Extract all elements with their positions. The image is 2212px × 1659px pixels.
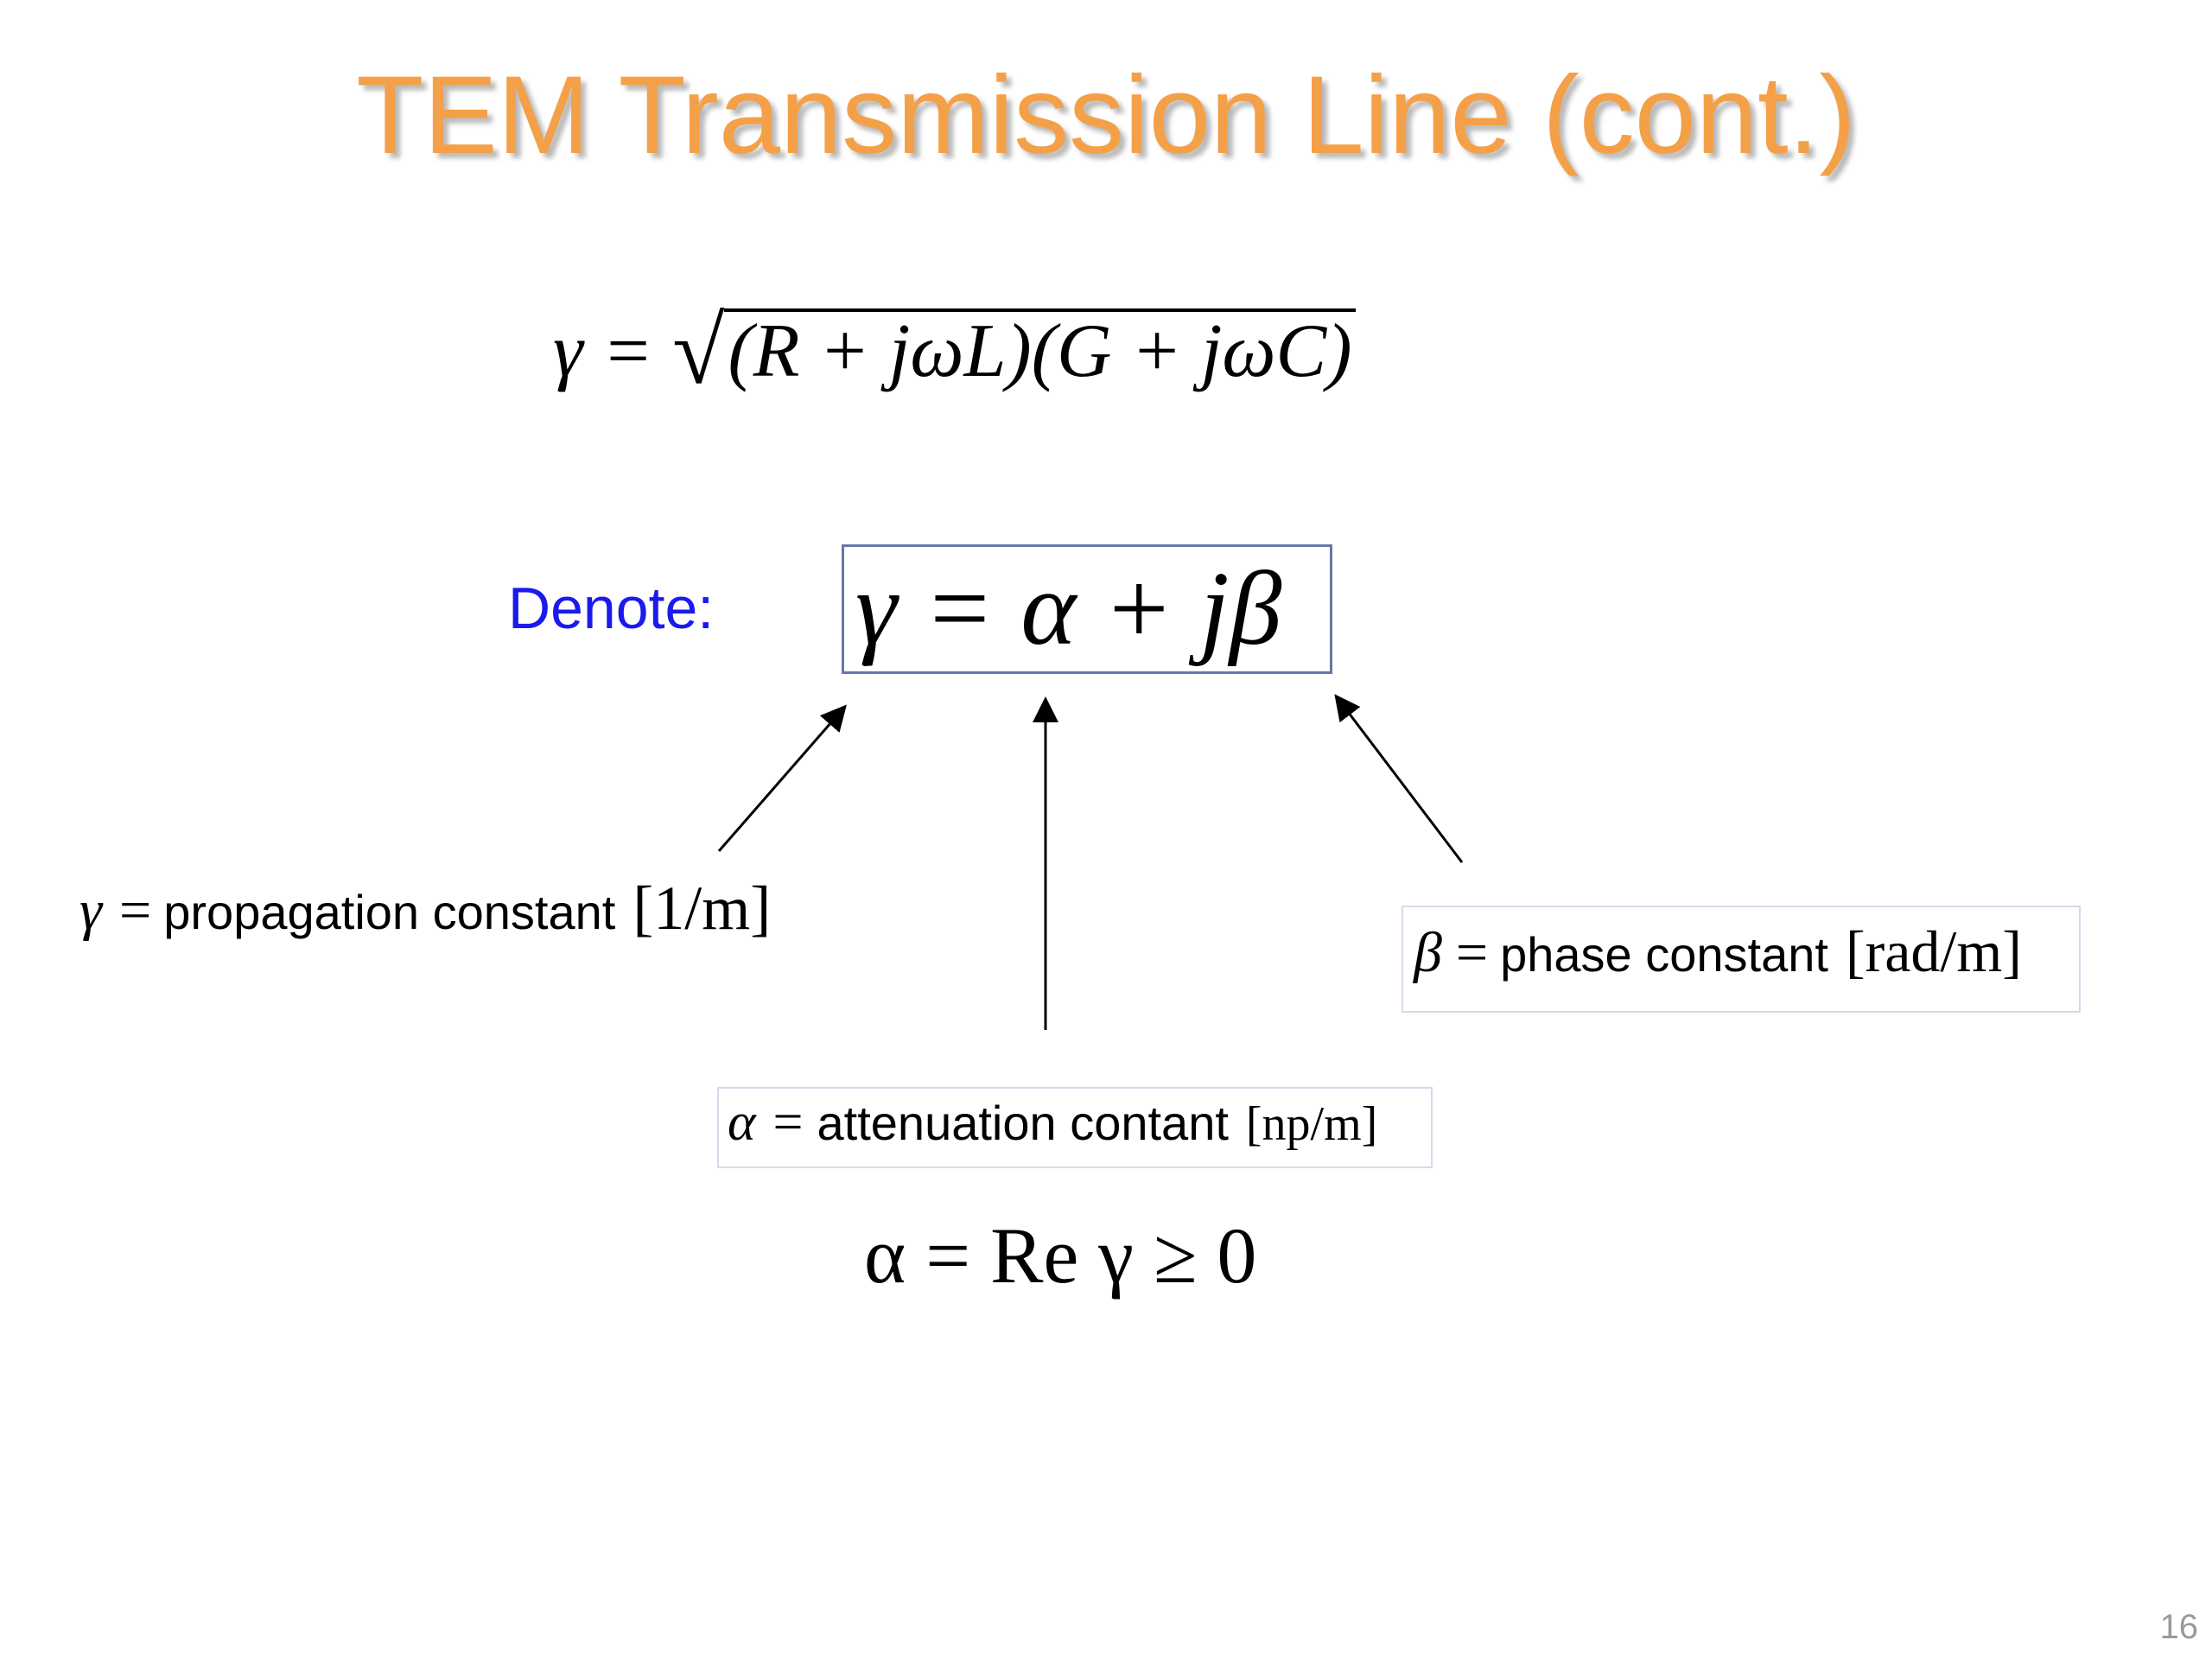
- denote-label: Denote:: [508, 575, 715, 641]
- square-root: √(R + jωL)(G + jωC): [672, 289, 1356, 404]
- beta-symbol: β: [1414, 921, 1442, 984]
- gamma-text: propagation constant: [163, 885, 616, 939]
- gamma-sqrt-equation: γ = √(R + jωL)(G + jωC): [553, 289, 1356, 404]
- radical-sign: √: [672, 298, 725, 404]
- slide-title: TEM Transmission Line (cont.): [356, 54, 1856, 177]
- beta-definition: β=phase constant [rad/m]: [1414, 918, 2022, 986]
- main-equation: γ = α + jβ: [855, 550, 1282, 667]
- gamma-unit: [1/m]: [632, 874, 772, 943]
- alpha-unit: [np/m]: [1245, 1097, 1378, 1151]
- alpha-text: attenuation contant: [817, 1096, 1229, 1150]
- alpha-symbol: α: [728, 1093, 756, 1152]
- main-equation-box: [842, 544, 1332, 674]
- gamma-symbol: γ: [79, 879, 103, 942]
- alpha-definition-box: [717, 1087, 1433, 1168]
- beta-unit: [rad/m]: [1845, 918, 2022, 984]
- alpha-definition: α =attenuation contant [np/m]: [728, 1092, 1377, 1154]
- arrow-gamma: [717, 704, 847, 852]
- page-number: 16: [2159, 1608, 2199, 1646]
- beta-text: phase constant: [1500, 927, 1828, 982]
- gamma-equals: =: [119, 879, 152, 942]
- gamma-lhs: γ =: [553, 309, 654, 393]
- arrow-beta: [1334, 694, 1464, 863]
- beta-definition-box: [1402, 906, 2081, 1013]
- alpha-equals: =: [772, 1093, 804, 1152]
- radicand: (R + jωL)(G + jωC): [724, 308, 1356, 391]
- alpha-real-part-equation: α = Re γ ≥ 0: [864, 1211, 1257, 1300]
- beta-equals: =: [1455, 921, 1489, 984]
- gamma-definition: γ =propagation constant [1/m]: [79, 873, 771, 944]
